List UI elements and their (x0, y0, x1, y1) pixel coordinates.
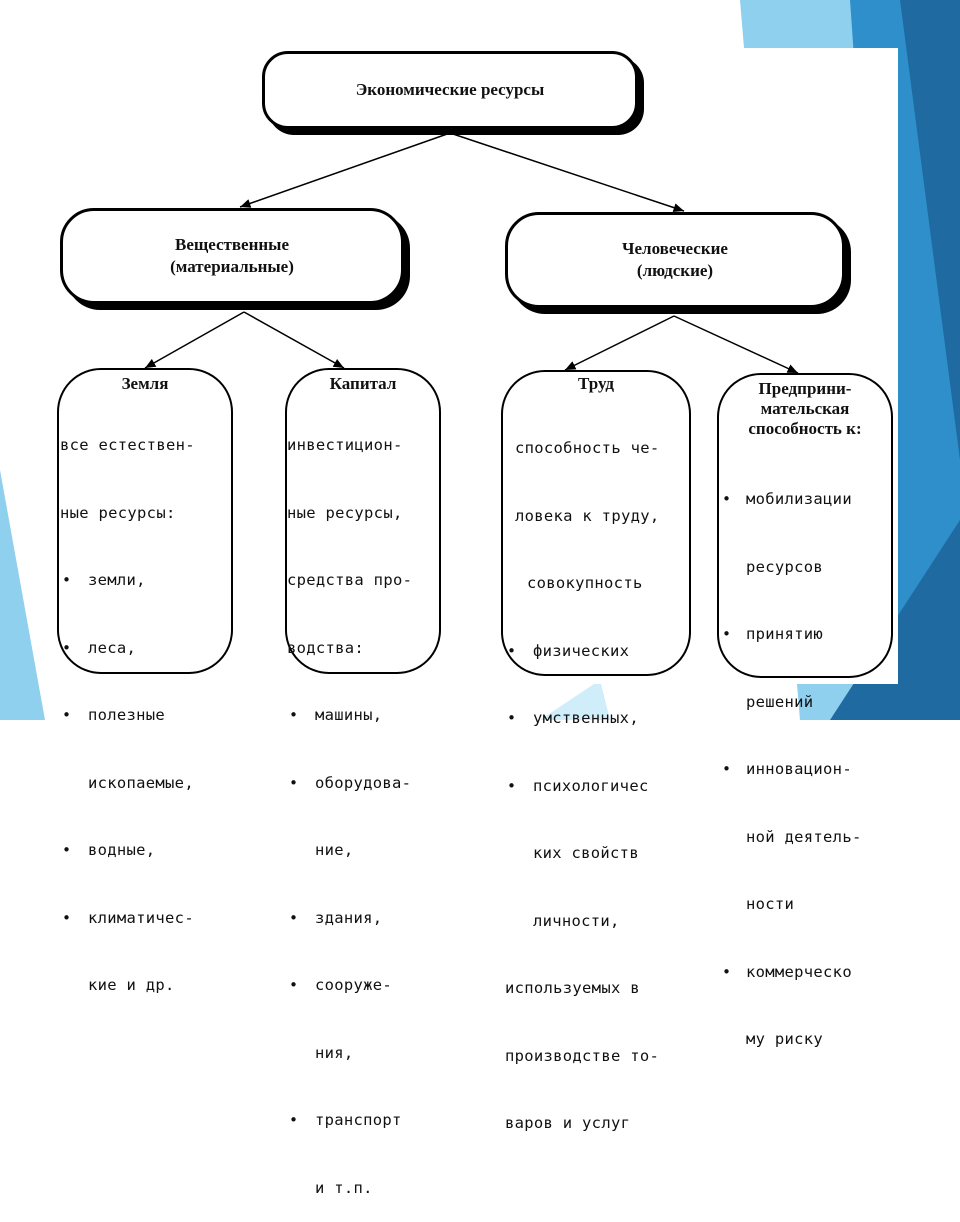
human-node: Человеческие (людские) (505, 212, 845, 308)
capital-item: •здания, (289, 908, 383, 927)
capital-node: Капитал (285, 368, 441, 674)
land-item: •водные, (62, 841, 156, 859)
capital-intro-line: водства: (287, 638, 365, 657)
entrepreneur-item: •коммерческо (722, 962, 852, 981)
capital-intro-line: инвестицион- (287, 436, 403, 454)
land-item-cont: кие и др. (88, 976, 175, 994)
labor-outro-line: производстве то- (505, 1046, 660, 1065)
land-item: •климатичес- (62, 908, 194, 927)
land-title: Земля (121, 374, 169, 393)
labor-intro-line: совокупность (527, 574, 643, 592)
labor-intro-line: способность че- (515, 439, 660, 457)
entrepreneur-item-cont: ной деятель- (746, 827, 862, 846)
labor-item-cont: личности, (533, 911, 620, 930)
land-item-cont: ископаемые, (88, 773, 194, 792)
labor-item: •психологичес (507, 776, 649, 795)
labor-item-cont: ких свойств (533, 844, 639, 862)
entrepreneur-text: •мобилизации ресурсов •принятию решений … (720, 443, 862, 1073)
capital-item-cont: и т.п. (315, 1178, 373, 1197)
land-item: •леса, (62, 638, 137, 657)
material-label: Вещественные (материальные) (170, 234, 294, 278)
entrepreneur-item-cont: решений (746, 692, 814, 711)
capital-item: •машины, (289, 706, 383, 724)
land-item: •земли, (62, 571, 146, 589)
bg-stripe-dark (900, 0, 960, 460)
labor-item: •физических (507, 641, 630, 660)
capital-intro-line: средства про- (287, 571, 413, 589)
capital-item-cont: ние, (315, 841, 354, 859)
entrepreneur-item-cont: му риску (746, 1030, 824, 1048)
entrepreneur-item: •принятию (722, 625, 824, 643)
labor-outro-line: варов и услуг (505, 1114, 631, 1132)
land-text: все естествен- ные ресурсы: •земли, •лес… (60, 389, 195, 1019)
entrepreneur-title-line: Предприни- (758, 379, 852, 398)
human-label: Человеческие (людские) (622, 238, 728, 282)
capital-item-cont: ния, (315, 1043, 354, 1062)
material-line1: Вещественные (174, 235, 290, 254)
capital-item: •оборудова- (289, 773, 412, 792)
labor-intro-line: ловека к труду, (515, 506, 660, 525)
capital-title: Капитал (329, 374, 397, 393)
entrepreneur-node: Предприни- мательская способность к: (717, 373, 893, 678)
entrepreneur-title: Предприни- мательская способность к: (719, 379, 891, 439)
capital-item: •транспорт (289, 1111, 402, 1129)
labor-text: способность че- ловека к труду, совокупн… (505, 392, 659, 1157)
labor-outro-line: используемых в (505, 979, 640, 997)
human-line1: Человеческие (622, 239, 728, 258)
bg-stripe-left (0, 470, 45, 720)
land-intro-line: все естествен- (60, 436, 195, 454)
capital-item: •сооруже- (289, 976, 393, 994)
labor-title: Труд (578, 374, 614, 393)
root-node: Экономические ресурсы (262, 51, 638, 129)
labor-node: Труд (501, 370, 691, 676)
material-line2: (материальные) (170, 257, 294, 276)
bg-stripe-bottom (540, 680, 610, 720)
entrepreneur-item-cont: ресурсов (746, 557, 824, 576)
labor-item: •умственных, (507, 709, 639, 727)
entrepreneur-item: •инновацион- (722, 760, 852, 778)
entrepreneur-title-line: мательская (760, 399, 850, 418)
root-label: Экономические ресурсы (355, 80, 545, 99)
entrepreneur-item-cont: ности (746, 895, 795, 913)
capital-text: инвестицион- ные ресурсы, средства про- … (287, 389, 412, 1222)
material-node: Вещественные (материальные) (60, 208, 404, 304)
entrepreneur-title-line: способность к: (748, 419, 862, 438)
land-intro-line: ные ресурсы: (60, 503, 176, 522)
land-node: Земля (57, 368, 233, 674)
entrepreneur-item: •мобилизации (722, 490, 852, 508)
land-item: •полезные (62, 706, 166, 724)
human-line2: (людские) (636, 261, 714, 280)
capital-intro-line: ные ресурсы, (287, 503, 403, 522)
